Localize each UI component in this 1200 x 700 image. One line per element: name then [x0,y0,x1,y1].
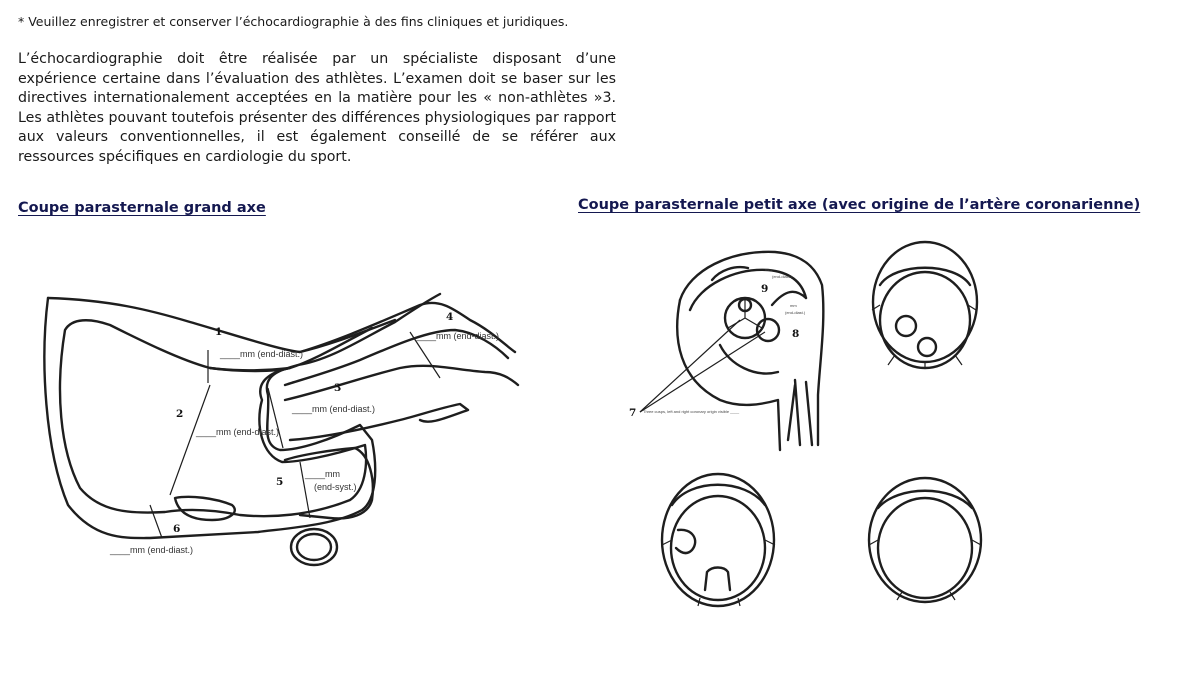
papillary-level-view [662,474,775,606]
label-8: 8 [792,328,799,340]
measure-8a: mm [790,303,797,308]
label-7: 7 [629,407,636,419]
measure-9a: mm [765,267,772,272]
measure-8b: (end-diast.) [785,310,806,315]
apical-level-view [869,478,981,602]
measure-7: Three cusps, left and right coronary ori… [643,409,740,414]
measure-9b: (end-diast.) [772,274,793,279]
meas-line-7 [640,320,740,412]
label-9: 9 [761,283,768,295]
aortic-valve-level-view: 7 9 8 Three cusps, left and right corona… [629,252,823,450]
mitral-level-view [872,242,977,368]
